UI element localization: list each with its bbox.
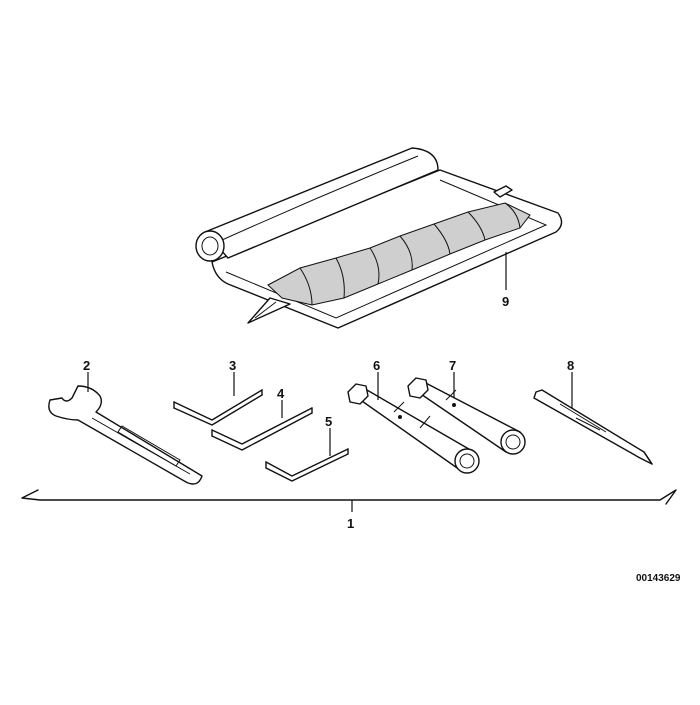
callout-9: 9 (502, 294, 509, 309)
hex-key-icon (173, 389, 263, 426)
callout-pointers (87, 252, 573, 456)
kit-bracket (21, 489, 677, 512)
reference-number: 00143629 (636, 573, 681, 584)
hex-key-icon (265, 448, 349, 482)
open-end-wrench-icon (48, 385, 203, 485)
tool-roll-icon (195, 147, 563, 329)
screwdriver-icon (533, 389, 653, 465)
hex-key-icon (211, 407, 313, 451)
callout-8: 8 (567, 358, 574, 373)
callout-4: 4 (277, 386, 285, 401)
callout-7: 7 (449, 358, 456, 373)
box-spanner-icon (347, 383, 480, 474)
callout-3: 3 (229, 358, 236, 373)
callout-2: 2 (83, 358, 90, 373)
callout-1: 1 (347, 516, 354, 531)
callout-labels: 9 2 3 4 5 6 7 8 1 00143629 (83, 294, 681, 584)
callout-5: 5 (325, 414, 332, 429)
box-spanner-icon (407, 377, 526, 455)
callout-6: 6 (373, 358, 380, 373)
